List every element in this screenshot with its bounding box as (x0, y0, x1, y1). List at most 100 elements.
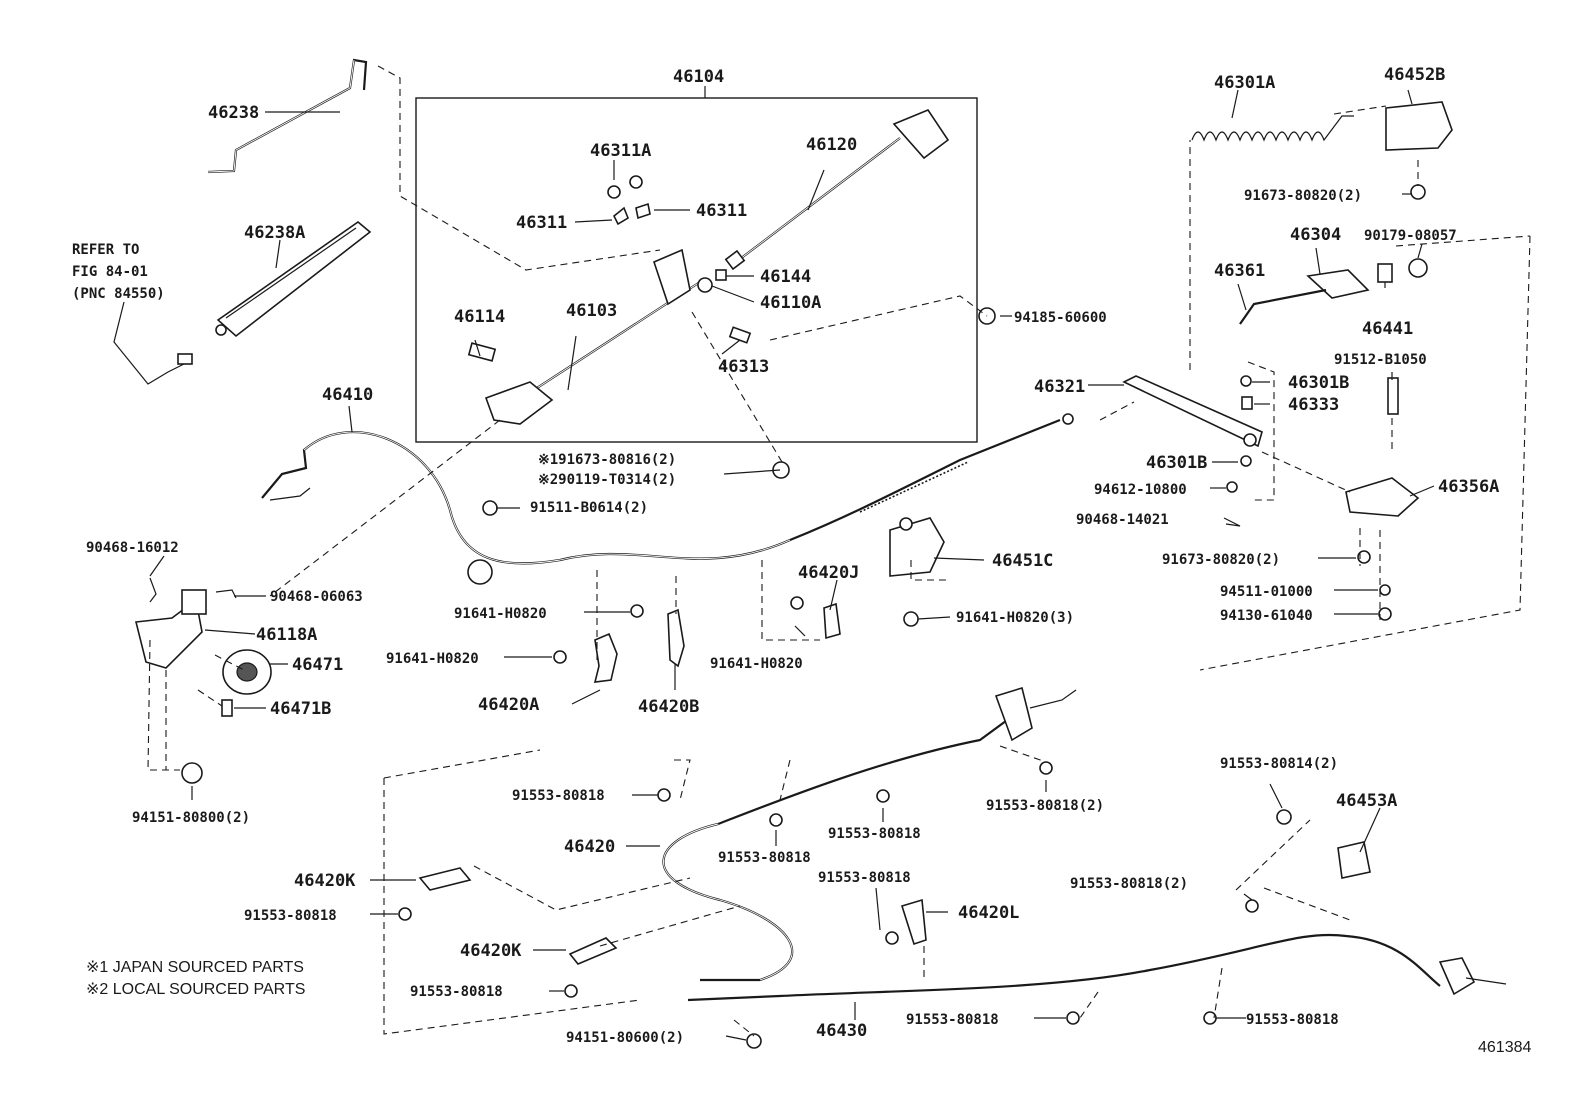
callout-46118A[interactable]: 46118A (256, 625, 317, 645)
callout-46441[interactable]: 46441 (1362, 319, 1413, 339)
callout-46311A[interactable]: 46311A (590, 141, 651, 161)
callout-46313[interactable]: 46313 (718, 357, 769, 377)
callout-90468-16012[interactable]: 90468-16012 (86, 540, 179, 556)
callout-46301B-top[interactable]: 46301B (1288, 373, 1349, 393)
callout-91673-80816[interactable]: ※191673-80816(2) (538, 452, 676, 468)
callout-91553-80818-bottom2[interactable]: 91553-80818 (1246, 1012, 1339, 1028)
callout-91553-80818-left1[interactable]: 91553-80818 (244, 908, 337, 924)
label-46420L: 46420L (958, 903, 1019, 923)
callout-46120[interactable]: 46120 (806, 135, 857, 155)
callout-91553-80818-2-lower[interactable]: 91553-80818(2) (1070, 876, 1188, 892)
label-46420: 46420 (564, 837, 615, 857)
label-46430: 46430 (816, 1021, 867, 1041)
callout-46420L[interactable]: 46420L (958, 903, 1019, 923)
nut-94151-80800 (181, 762, 203, 784)
label-46410: 46410 (322, 385, 373, 405)
callout-90468-14021[interactable]: 90468-14021 (1076, 512, 1169, 528)
callout-46471B[interactable]: 46471B (270, 699, 331, 719)
label-46441: 46441 (1362, 319, 1413, 339)
callout-90468-06063[interactable]: 90468-06063 (270, 589, 363, 605)
callout-91553-80818-b[interactable]: 91553-80818 (718, 850, 811, 866)
callout-91553-80818-c[interactable]: 91553-80818 (828, 826, 921, 842)
callout-46311-left[interactable]: 46311 (516, 213, 567, 233)
callout-46452B[interactable]: 46452B (1384, 65, 1445, 85)
callout-91641-H0820-3[interactable]: 91641-H0820(3) (956, 610, 1074, 626)
callout-91641-H0820-c[interactable]: 91641-H0820 (710, 656, 803, 672)
label-46333: 46333 (1288, 395, 1339, 415)
callout-46361[interactable]: 46361 (1214, 261, 1265, 281)
callout-91673-80820-top[interactable]: 91673-80820(2) (1244, 188, 1362, 204)
callout-46420J[interactable]: 46420J (798, 563, 859, 583)
callout-46238A[interactable]: 46238A (244, 223, 305, 243)
label-46453A: 46453A (1336, 791, 1397, 811)
callout-91553-80818-left2[interactable]: 91553-80818 (410, 984, 503, 1000)
callout-46110A[interactable]: 46110A (760, 293, 821, 313)
callout-46410[interactable]: 46410 (322, 385, 373, 405)
rod-46361-part (1239, 288, 1327, 325)
label-91553-80818-2-right: 91553-80818(2) (986, 798, 1104, 814)
callout-46420[interactable]: 46420 (564, 837, 615, 857)
refer-line-1: REFER TO (72, 242, 139, 258)
callout-46430[interactable]: 46430 (816, 1021, 867, 1041)
callout-46420K-top[interactable]: 46420K (294, 871, 356, 891)
spring-46311A (607, 185, 621, 199)
callout-91673-80820-bot[interactable]: 91673-80820(2) (1162, 552, 1280, 568)
label-46420J: 46420J (798, 563, 859, 583)
callout-46453A[interactable]: 46453A (1336, 791, 1397, 811)
callout-94151-80800[interactable]: 94151-80800(2) (132, 810, 250, 826)
bracket-46420J-part (823, 602, 841, 640)
callout-91553-80814[interactable]: 91553-80814(2) (1220, 756, 1338, 772)
callout-90179-08057[interactable]: 90179-08057 (1364, 228, 1457, 244)
callout-90119-T0314[interactable]: ※290119-T0314(2) (538, 472, 676, 488)
bushing-46333 (1241, 396, 1253, 410)
label-90179-08057: 90179-08057 (1364, 228, 1457, 244)
callout-94511-01000[interactable]: 94511-01000 (1220, 584, 1313, 600)
callout-46451C[interactable]: 46451C (992, 551, 1053, 571)
pin-46114 (467, 342, 497, 362)
callout-46144[interactable]: 46144 (760, 267, 811, 287)
callout-46304[interactable]: 46304 (1290, 225, 1341, 245)
callout-46420K-bot[interactable]: 46420K (460, 941, 522, 961)
bracket-46420B-part (667, 608, 685, 668)
callout-46471[interactable]: 46471 (292, 655, 343, 675)
label-91553-80818-c: 91553-80818 (828, 826, 921, 842)
cable-46410-part (261, 413, 1074, 585)
callout-94151-80600[interactable]: 94151-80600(2) (566, 1030, 684, 1046)
callout-46103[interactable]: 46103 (566, 301, 617, 321)
callout-91641-H0820-a[interactable]: 91641-H0820 (454, 606, 547, 622)
label-46311-left: 46311 (516, 213, 567, 233)
callout-46301A[interactable]: 46301A (1214, 73, 1275, 93)
lever-rod-46120-part (724, 109, 950, 271)
callout-91512-B1050[interactable]: 91512-B1050 (1334, 352, 1427, 368)
callout-91511-B0614[interactable]: 91511-B0614(2) (530, 500, 648, 516)
callout-46311-right[interactable]: 46311 (696, 201, 747, 221)
callout-46333[interactable]: 46333 (1288, 395, 1339, 415)
refer-connector (177, 353, 193, 365)
callout-46104[interactable]: 46104 (673, 67, 724, 87)
callout-94185-60600[interactable]: 94185-60600 (1014, 310, 1107, 326)
callout-46420B[interactable]: 46420B (638, 697, 699, 717)
washer-46301B-top (1240, 375, 1252, 387)
footnote-local-sourced: ※2 LOCAL SOURCED PARTS (86, 981, 305, 998)
callout-46238[interactable]: 46238 (208, 103, 259, 123)
label-91512-B1050: 91512-B1050 (1334, 352, 1427, 368)
callout-46420A[interactable]: 46420A (478, 695, 539, 715)
footnote-japan-sourced: ※1 JAPAN SOURCED PARTS (86, 959, 304, 976)
callout-94130-61040[interactable]: 94130-61040 (1220, 608, 1313, 624)
bracket-46118A-part (135, 589, 207, 669)
callout-94612-10800[interactable]: 94612-10800 (1094, 482, 1187, 498)
callout-91553-80818-2-right[interactable]: 91553-80818(2) (986, 798, 1104, 814)
callout-91641-H0820-b[interactable]: 91641-H0820 (386, 651, 479, 667)
callout-91553-80818-a[interactable]: 91553-80818 (512, 788, 605, 804)
bracket-46420K-bot (568, 937, 618, 965)
cable-46430-part (687, 933, 1507, 1002)
callout-46321[interactable]: 46321 (1034, 377, 1085, 397)
callout-91553-80818-mid[interactable]: 91553-80818 (818, 870, 911, 886)
bolt-91553-80814 (1276, 809, 1292, 825)
callout-46356A[interactable]: 46356A (1438, 477, 1499, 497)
callout-46301B-mid[interactable]: 46301B (1146, 453, 1207, 473)
callout-46114[interactable]: 46114 (454, 307, 505, 327)
stopper-46441-part (1377, 263, 1393, 283)
label-46420A: 46420A (478, 695, 539, 715)
callout-91553-80818-bottom1[interactable]: 91553-80818 (906, 1012, 999, 1028)
